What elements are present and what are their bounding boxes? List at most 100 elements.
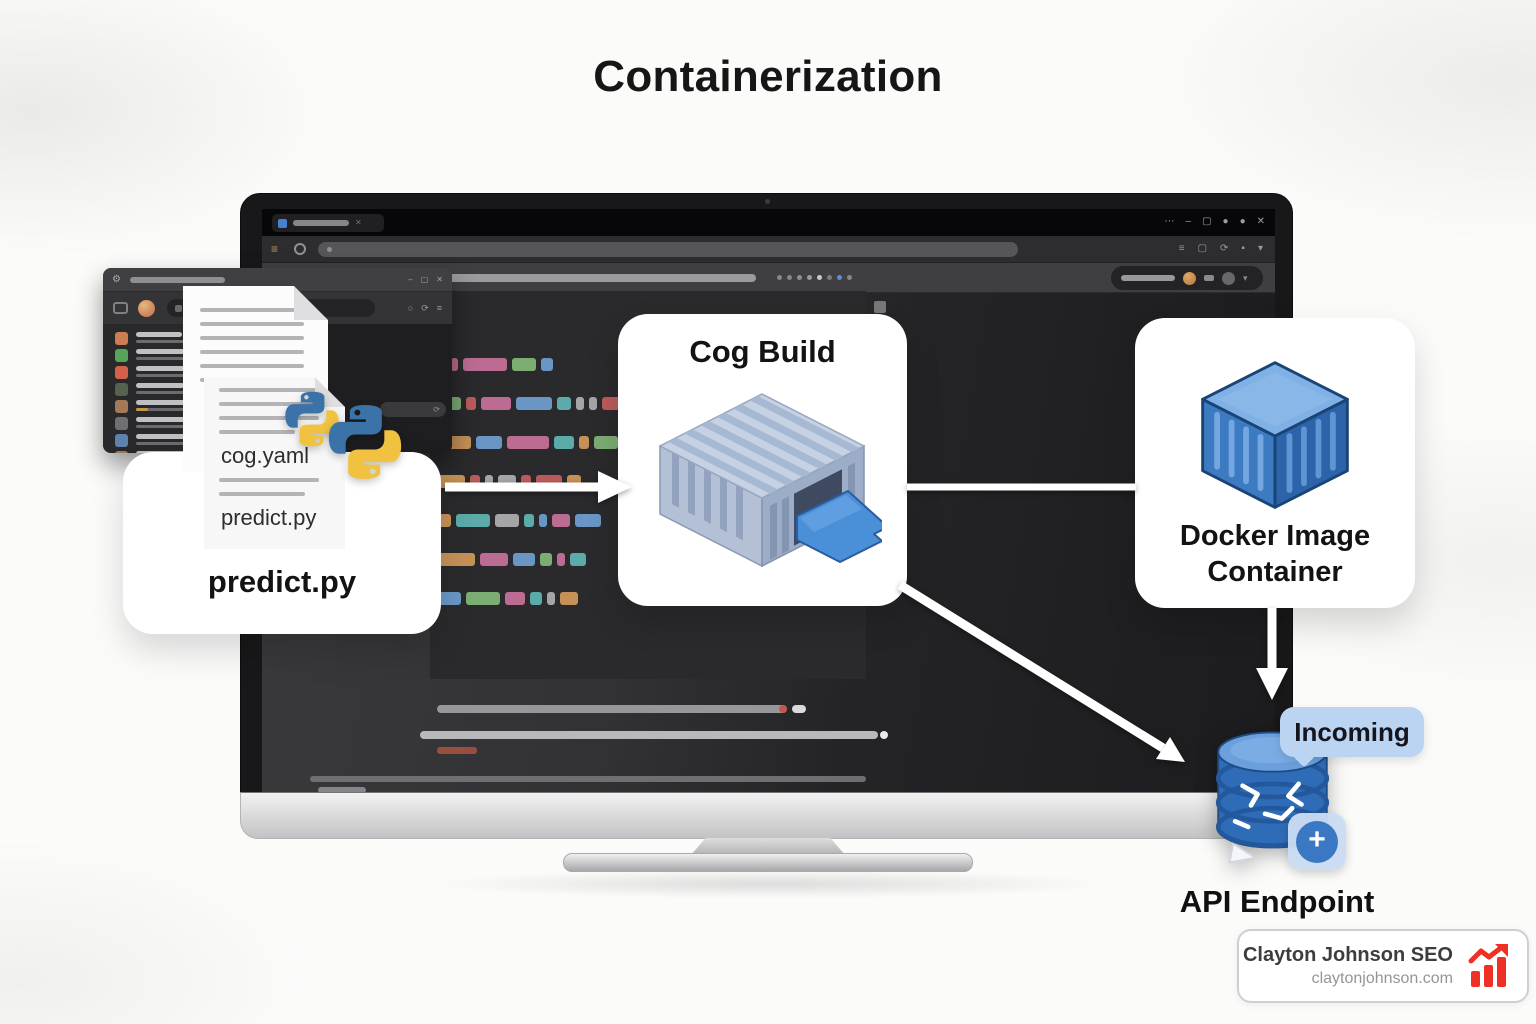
window-control-icon[interactable]: –	[408, 274, 413, 284]
code-token	[547, 592, 555, 605]
mini-window-titlebar: ⚙ –▢✕	[103, 268, 452, 291]
sidebar-item[interactable]	[115, 383, 300, 396]
code-token	[521, 475, 531, 488]
label-placeholder	[136, 400, 196, 405]
accent-chip	[136, 408, 148, 411]
code-token	[495, 514, 519, 527]
toolbar-icon[interactable]: ▾	[1257, 243, 1263, 254]
mini-window-title-placeholder	[129, 276, 225, 283]
sidebar-item-icon	[115, 366, 128, 379]
code-token	[570, 553, 586, 566]
toolbar-icon[interactable]: ▢	[1197, 243, 1208, 254]
code-token	[560, 592, 578, 605]
toolbar-icon[interactable]: ○	[407, 302, 414, 313]
code-token	[540, 553, 552, 566]
window-control-icon[interactable]: ▢	[1202, 216, 1212, 227]
window-control-icon[interactable]: ⋯	[1164, 216, 1175, 227]
dot-indicator	[777, 275, 782, 280]
tab-close-icon[interactable]: ✕	[355, 218, 362, 227]
code-token	[541, 358, 553, 371]
toolbar-icon[interactable]: ⟳	[421, 302, 429, 313]
account-label-placeholder	[1121, 275, 1175, 281]
toolbar-icon[interactable]: ≡	[1178, 243, 1185, 254]
code-token	[575, 514, 601, 527]
divider-bar	[310, 776, 866, 782]
code-line	[437, 592, 857, 605]
search-icon	[175, 304, 182, 312]
toolbar-icon[interactable]: ≡	[436, 302, 442, 313]
code-token	[516, 397, 552, 410]
dot-indicator	[817, 275, 822, 280]
filter-pill[interactable]: ⟳	[380, 402, 446, 417]
progress-bar[interactable]	[420, 731, 878, 739]
subtext-placeholder	[136, 374, 220, 377]
plus-badge: +	[1288, 813, 1346, 870]
tab-title-placeholder	[293, 220, 349, 226]
text-line-placeholder	[200, 308, 304, 312]
text-line-placeholder	[219, 430, 295, 434]
code-line	[437, 358, 857, 371]
lock-icon	[327, 247, 332, 252]
code-lines	[437, 358, 857, 631]
caption-placeholder	[318, 787, 366, 792]
window-control-icon[interactable]: ✕	[1256, 216, 1265, 227]
scrollbar-thumb[interactable]	[792, 705, 806, 713]
docker-label-line2: Container	[1207, 556, 1343, 588]
sidebar-item[interactable]	[115, 332, 300, 345]
code-token	[576, 397, 584, 410]
bookmark-icon[interactable]	[874, 301, 886, 313]
browser-tab[interactable]: ✕	[272, 214, 384, 232]
watermark-card: Clayton Johnson SEO claytonjohnson.com	[1237, 929, 1529, 1003]
source-card-label: predict.py	[207, 564, 357, 599]
code-token	[552, 514, 570, 527]
dot-indicator	[797, 275, 802, 280]
code-token	[539, 514, 547, 527]
address-input[interactable]	[318, 242, 1018, 257]
text-line-placeholder	[219, 416, 319, 420]
document-text-lines	[219, 388, 323, 434]
code-token	[463, 358, 507, 371]
code-token	[602, 397, 620, 410]
sidebar-item[interactable]	[115, 366, 300, 379]
status-text-placeholder	[437, 747, 477, 754]
subtext-placeholder	[136, 391, 202, 394]
sidebar-item-icon	[115, 417, 128, 430]
scrollbar-horizontal[interactable]	[437, 705, 787, 713]
watermark-text: Clayton Johnson SEO claytonjohnson.com	[1243, 944, 1453, 988]
subtext-placeholder	[136, 425, 198, 428]
profile-icon	[1222, 271, 1235, 285]
tab-favicon-icon	[278, 218, 287, 228]
window-control-icon[interactable]: ▢	[420, 274, 429, 284]
reload-icon[interactable]	[294, 243, 306, 255]
code-token	[567, 475, 581, 488]
code-token	[476, 436, 502, 449]
toolbar-icon[interactable]: ▪	[1241, 243, 1245, 254]
window-control-icon[interactable]: –	[1185, 216, 1192, 227]
sidebar-item[interactable]	[115, 434, 300, 447]
window-control-icon[interactable]: ●	[1222, 216, 1229, 227]
sidebar-item-icon	[115, 434, 128, 447]
code-token	[524, 514, 534, 527]
text-line-placeholder	[200, 364, 304, 368]
avatar[interactable]	[138, 299, 155, 317]
menu-icon[interactable]: ≡	[271, 242, 279, 256]
code-token	[554, 436, 574, 449]
window-control-icon[interactable]: ✕	[436, 274, 443, 284]
sidebar-item-icon	[115, 349, 128, 362]
sidebar-item[interactable]	[115, 417, 300, 430]
dot-indicator	[827, 275, 832, 280]
sidebar-item-icon	[115, 383, 128, 396]
account-pill[interactable]: ▾	[1111, 266, 1263, 290]
scrollbar-dot	[779, 705, 787, 713]
window-control-icon[interactable]: ●	[1239, 216, 1246, 227]
label-placeholder	[136, 332, 182, 337]
code-token	[557, 397, 571, 410]
camera-icon[interactable]	[113, 302, 128, 314]
toolbar-icon[interactable]: ⟳	[1220, 243, 1229, 254]
webcam-dot	[765, 199, 770, 204]
code-token	[470, 475, 480, 488]
document-text-lines	[200, 308, 306, 382]
dot-indicator	[837, 275, 842, 280]
address-bar-icons: ≡ ▢ ⟳ ▪ ▾	[1179, 240, 1263, 258]
